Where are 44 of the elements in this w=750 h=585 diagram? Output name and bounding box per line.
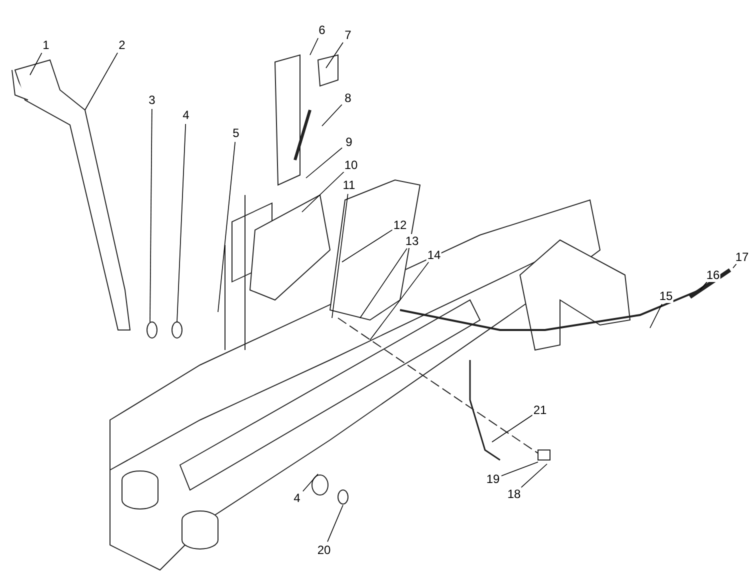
leader-line: [370, 262, 429, 340]
callout-number: 19: [485, 472, 501, 486]
callout-number: 13: [404, 234, 420, 248]
leader-line: [302, 474, 318, 492]
leader-line: [700, 281, 708, 290]
leader-line: [732, 264, 737, 268]
leader-line: [326, 42, 344, 68]
callout-number: 12: [392, 218, 408, 232]
callout-number: 6: [318, 23, 326, 37]
leader-line: [492, 414, 533, 442]
leader-line: [342, 229, 393, 262]
leader-line: [327, 504, 344, 542]
callout-number: 20: [316, 543, 332, 557]
callout-number: 15: [658, 289, 674, 303]
callout-number: 4: [182, 108, 190, 122]
callout-number: 2: [118, 38, 126, 52]
leader-line: [322, 104, 342, 126]
callout-number: 11: [342, 178, 356, 192]
callout-number: 3: [148, 93, 156, 107]
callout-number: 8: [344, 91, 352, 105]
callout-number: 7: [344, 28, 352, 42]
callout-number: 21: [532, 403, 548, 417]
leader-line: [218, 142, 236, 312]
leader-line: [176, 124, 186, 322]
leader-line: [150, 108, 152, 322]
leader-line: [650, 304, 662, 328]
leader-line: [332, 194, 348, 318]
callout-number: 10: [343, 158, 359, 172]
leader-line: [30, 52, 42, 76]
leader-line: [501, 462, 538, 476]
leader-line: [84, 52, 118, 110]
callout-number: 9: [344, 135, 354, 149]
callout-number: 5: [232, 126, 240, 140]
callout-number: 1: [42, 38, 50, 52]
leader-line: [310, 38, 318, 56]
callout-number: 14: [426, 248, 442, 262]
callout-number: 4: [292, 491, 302, 505]
callout-number: 17: [734, 250, 750, 264]
leader-line: [360, 248, 408, 318]
leader-line: [306, 147, 342, 178]
callout-number: 16: [705, 268, 721, 282]
leader-line: [302, 170, 345, 212]
callout-number: 18: [506, 487, 522, 501]
leader-line: [520, 464, 548, 488]
